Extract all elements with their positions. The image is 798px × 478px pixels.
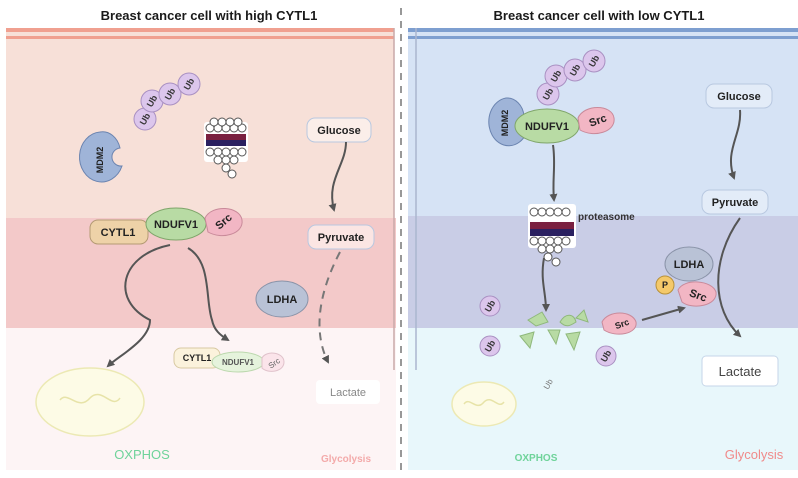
mdm2-shape [79,131,123,183]
proteasome-ring-red [206,134,246,140]
right-degraded-fragments [519,309,589,352]
proteasome-ring-navy [530,229,574,236]
right-ldha-label: LDHA [674,259,705,271]
left-membrane-line-1 [6,28,394,32]
src-shape [204,208,243,236]
left-ldha-shape [255,280,309,318]
right-glucose-label: Glucose [717,91,760,103]
mitochondrion-cristae [463,399,505,407]
cytl1-label: CYTL1 [101,227,136,239]
right-membrane-line-1 [408,28,798,32]
mitochondrion-outer [451,381,517,427]
right-pyruvate-box [701,189,769,215]
ndufv1-label: NDUFV1 [525,121,569,133]
left-pyruvate-to-lactate-arrow [318,251,341,364]
cytl1-shape [89,219,149,245]
phospho-circle [655,275,675,295]
right-lactate-label: Lactate [719,364,762,379]
right-glucose-box [705,83,773,109]
left-mdm2: MDM2 [79,131,123,183]
ub-circle [177,72,201,96]
left-glucose-box [306,117,372,143]
mitochondrion-cristae [59,393,121,404]
phospho-label: P [662,280,668,290]
right-free-src-label: Src [613,317,630,331]
mitochondrion-outer [35,367,145,437]
src-label: Src [588,112,609,129]
complex-cytl1-label: CYTL1 [183,353,212,363]
right-panel-title: Breast cancer cell with low CYTL1 [494,8,705,23]
left-lactate-label: Lactate [330,387,366,399]
left-mito-complex: CYTL1 NDUFV1 Src [173,347,285,373]
right-ldha-shape [664,246,714,282]
mdm2-label: MDM2 [500,110,510,137]
left-proteasome [204,117,248,179]
left-pyruvate-box [307,224,375,250]
right-ndufv1-to-proteasome-arrow [549,144,558,202]
right-src2-label: Src [688,287,709,304]
right-membrane-line-2 [408,36,798,39]
left-glycolysis-label: Glycolysis [321,454,371,465]
left-lactate-box [316,380,380,404]
right-lactate-box [701,355,779,387]
ub-circle [158,82,182,106]
right-free-src-shape [601,312,637,335]
right-oxphos-label: OXPHOS [515,453,558,464]
left-complex-to-mito-arrow [106,244,171,368]
right-glycolysis-label: Glycolysis [725,447,784,462]
proteasome-ring-navy [206,140,246,146]
left-complex-to-mito-complex-arrow [187,247,230,342]
proteasome-ring-red [530,222,574,229]
complex-src-shape [261,352,285,372]
ub-circle [582,49,606,73]
left-ub-chain: Ub Ub Ub Ub [133,72,201,131]
right-band-mid [408,216,798,328]
left-panel-title: Breast cancer cell with high CYTL1 [101,8,318,23]
right-proteasome-to-fragments-arrow [541,257,550,312]
right-pyruvate-to-lactate-arrow [717,217,742,338]
ub-circle [563,58,587,82]
ndufv1-label: NDUFV1 [154,219,198,231]
left-mitochondrion [35,367,145,437]
left-glucose-label: Glucose [317,125,360,137]
left-glucose-to-pyruvate-arrow [328,141,347,212]
left-membrane-line-2 [6,36,394,39]
right-proteasome: proteasome [528,204,635,267]
left-pyruvate-label: Pyruvate [318,232,364,244]
right-src2-shape [677,281,717,307]
complex-ndufv1-label: NDUFV1 [222,358,255,367]
left-oxphos-label: OXPHOS [114,447,170,462]
right-ndufv1-src: NDUFV1 Src [514,107,615,144]
proteasome-label: proteasome [578,212,635,223]
left-cytl1-ndufv1-src-complex: CYTL1 NDUFV1 Src [89,207,243,245]
src-shape [577,107,615,134]
left-ldha-label: LDHA [267,294,298,306]
right-src-to-ldha-arrow [641,305,686,321]
right-ub-chain: Ub Ub Ub Ub [536,49,606,106]
right-glucose-to-pyruvate-arrow [728,109,742,180]
right-mitochondrion [451,381,517,427]
right-pyruvate-label: Pyruvate [712,197,758,209]
mdm2-label: MDM2 [95,147,105,174]
